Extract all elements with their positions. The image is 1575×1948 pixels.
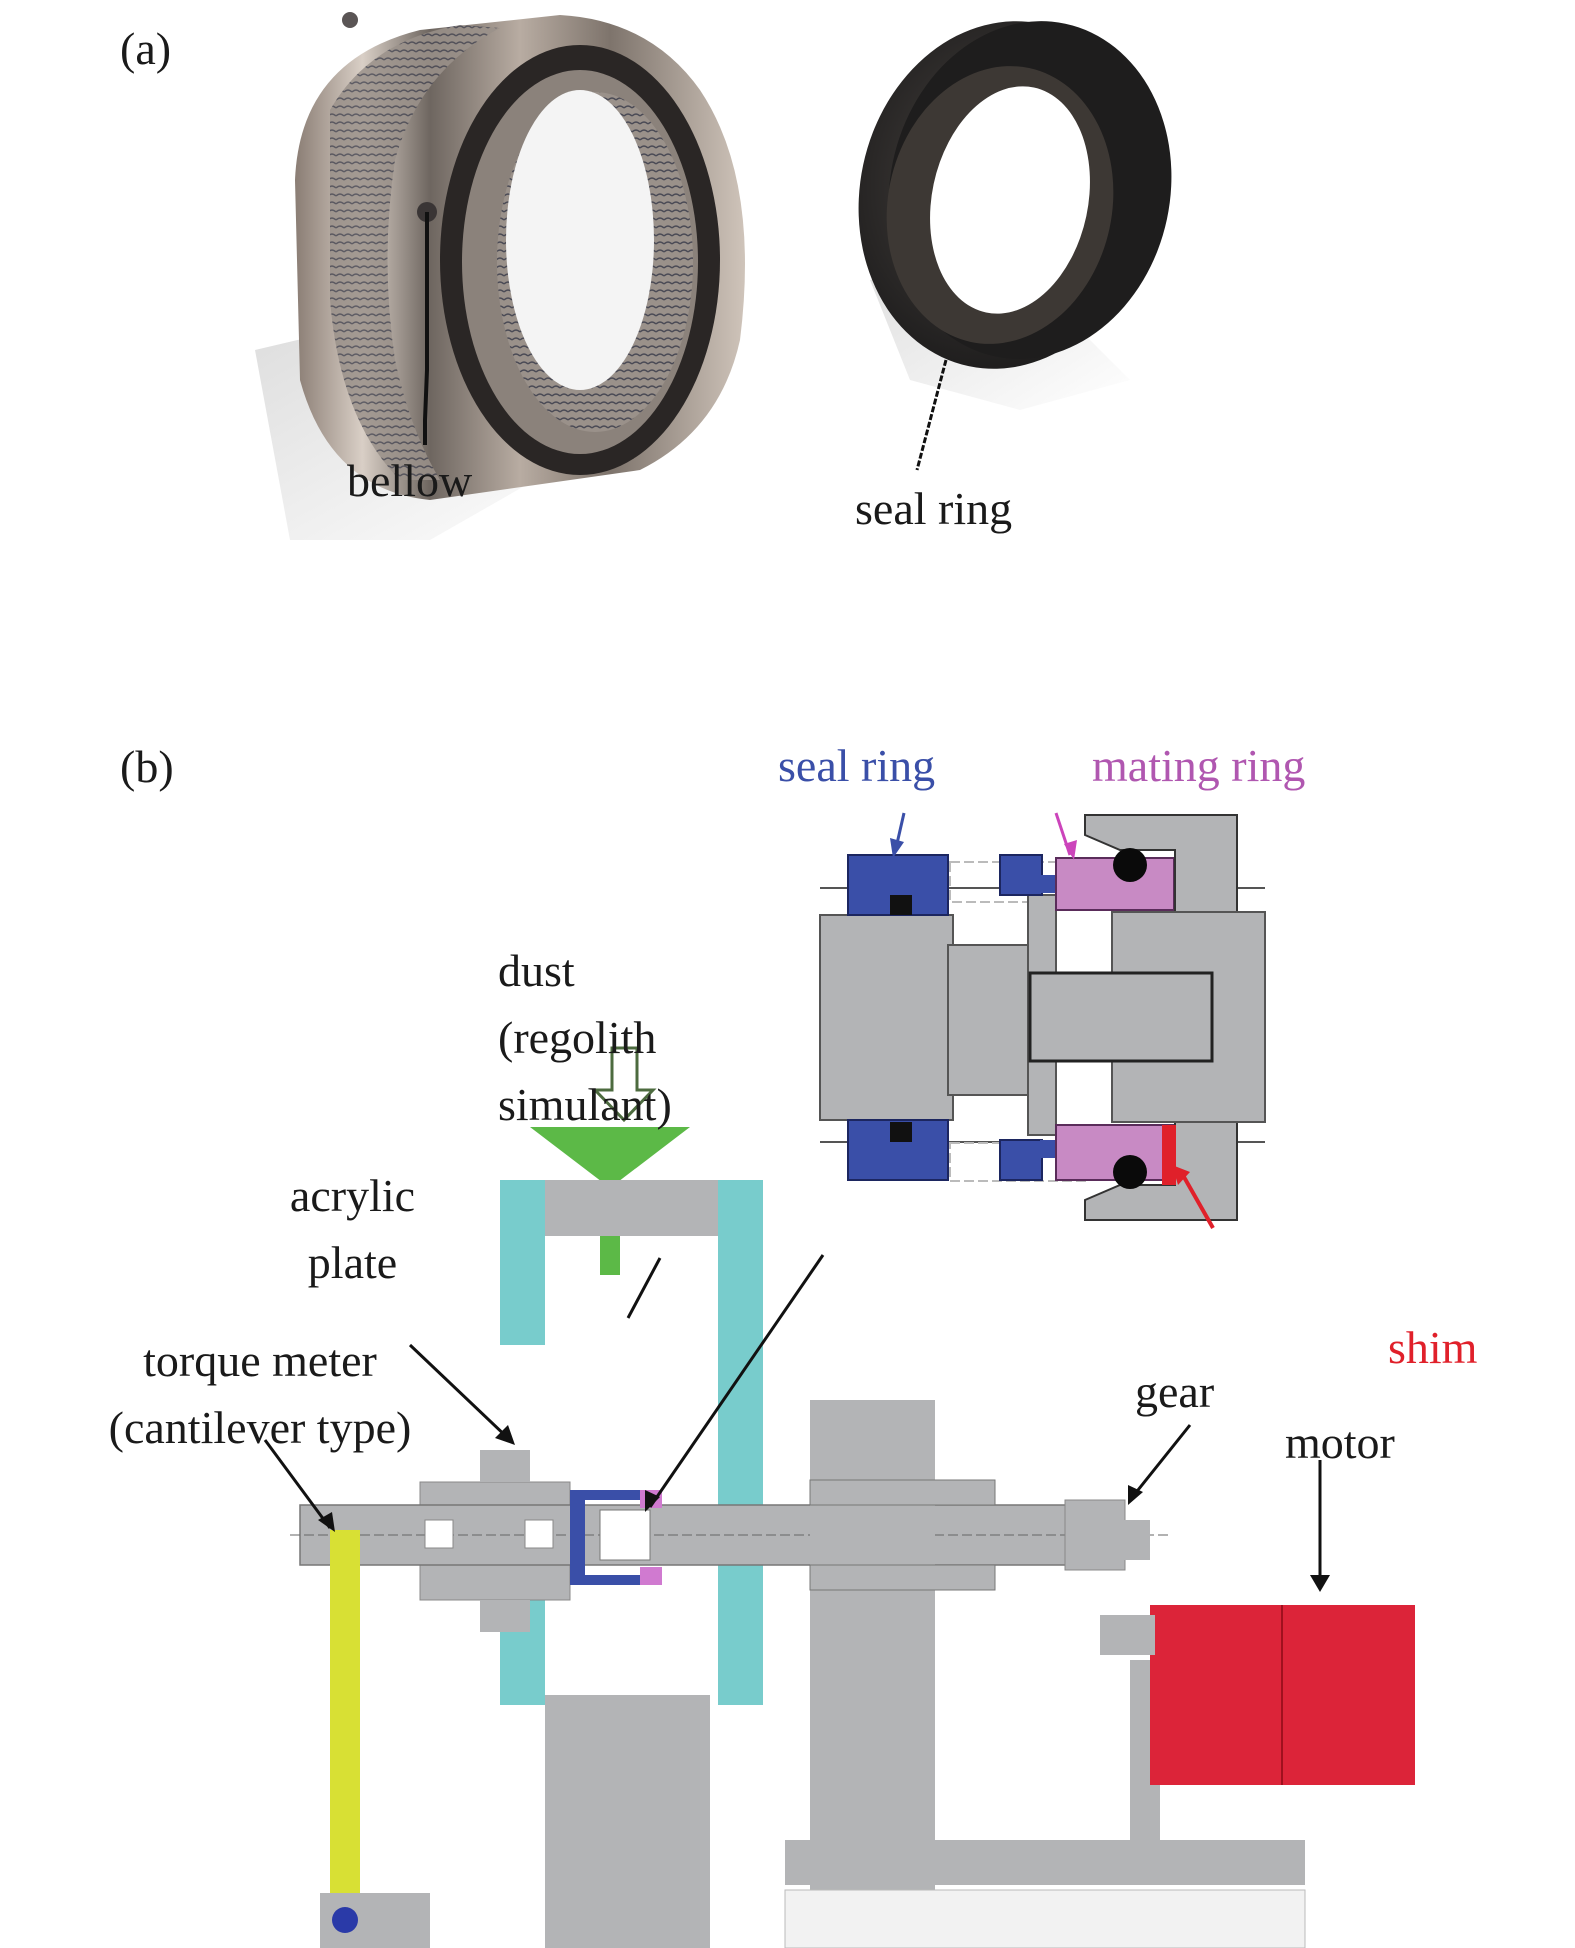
test-rig-drawing [263, 1046, 1415, 1948]
panel-a-label: (a) [120, 23, 172, 74]
shim-label: shim [1388, 1322, 1478, 1373]
inset-seal-ring-label: seal ring [778, 740, 936, 791]
dust-label-line1: dust [498, 945, 575, 996]
bellow-seal-photo [255, 12, 745, 540]
acrylic-label-line1: acrylic [289, 1170, 416, 1221]
bellow-leader-line [423, 212, 429, 445]
dust-arrow-icon [591, 1046, 657, 1123]
acrylic-label-line2: plate [307, 1237, 398, 1288]
seal-cross-section-inset [819, 812, 1266, 1229]
gear-label: gear [1135, 1366, 1215, 1417]
seal-ring-photo [858, 21, 1172, 410]
panel-b-label: (b) [120, 741, 174, 792]
motor-label: motor [1285, 1417, 1395, 1468]
dust-label-line3: simulant) [498, 1079, 672, 1130]
shim-part [1162, 1125, 1176, 1185]
seal-ring-photo-label: seal ring [855, 483, 1013, 534]
bellow-label: bellow [347, 455, 473, 506]
torque-meter-label-line1: torque meter [143, 1335, 377, 1386]
mating-ring-label: mating ring [1092, 740, 1306, 791]
dust-label-line2: (regolith [498, 1012, 657, 1063]
seal-ring-leader-line [915, 359, 948, 471]
torque-meter-part [330, 1530, 360, 1948]
torque-meter-label-line2: (cantilever type) [108, 1402, 412, 1453]
